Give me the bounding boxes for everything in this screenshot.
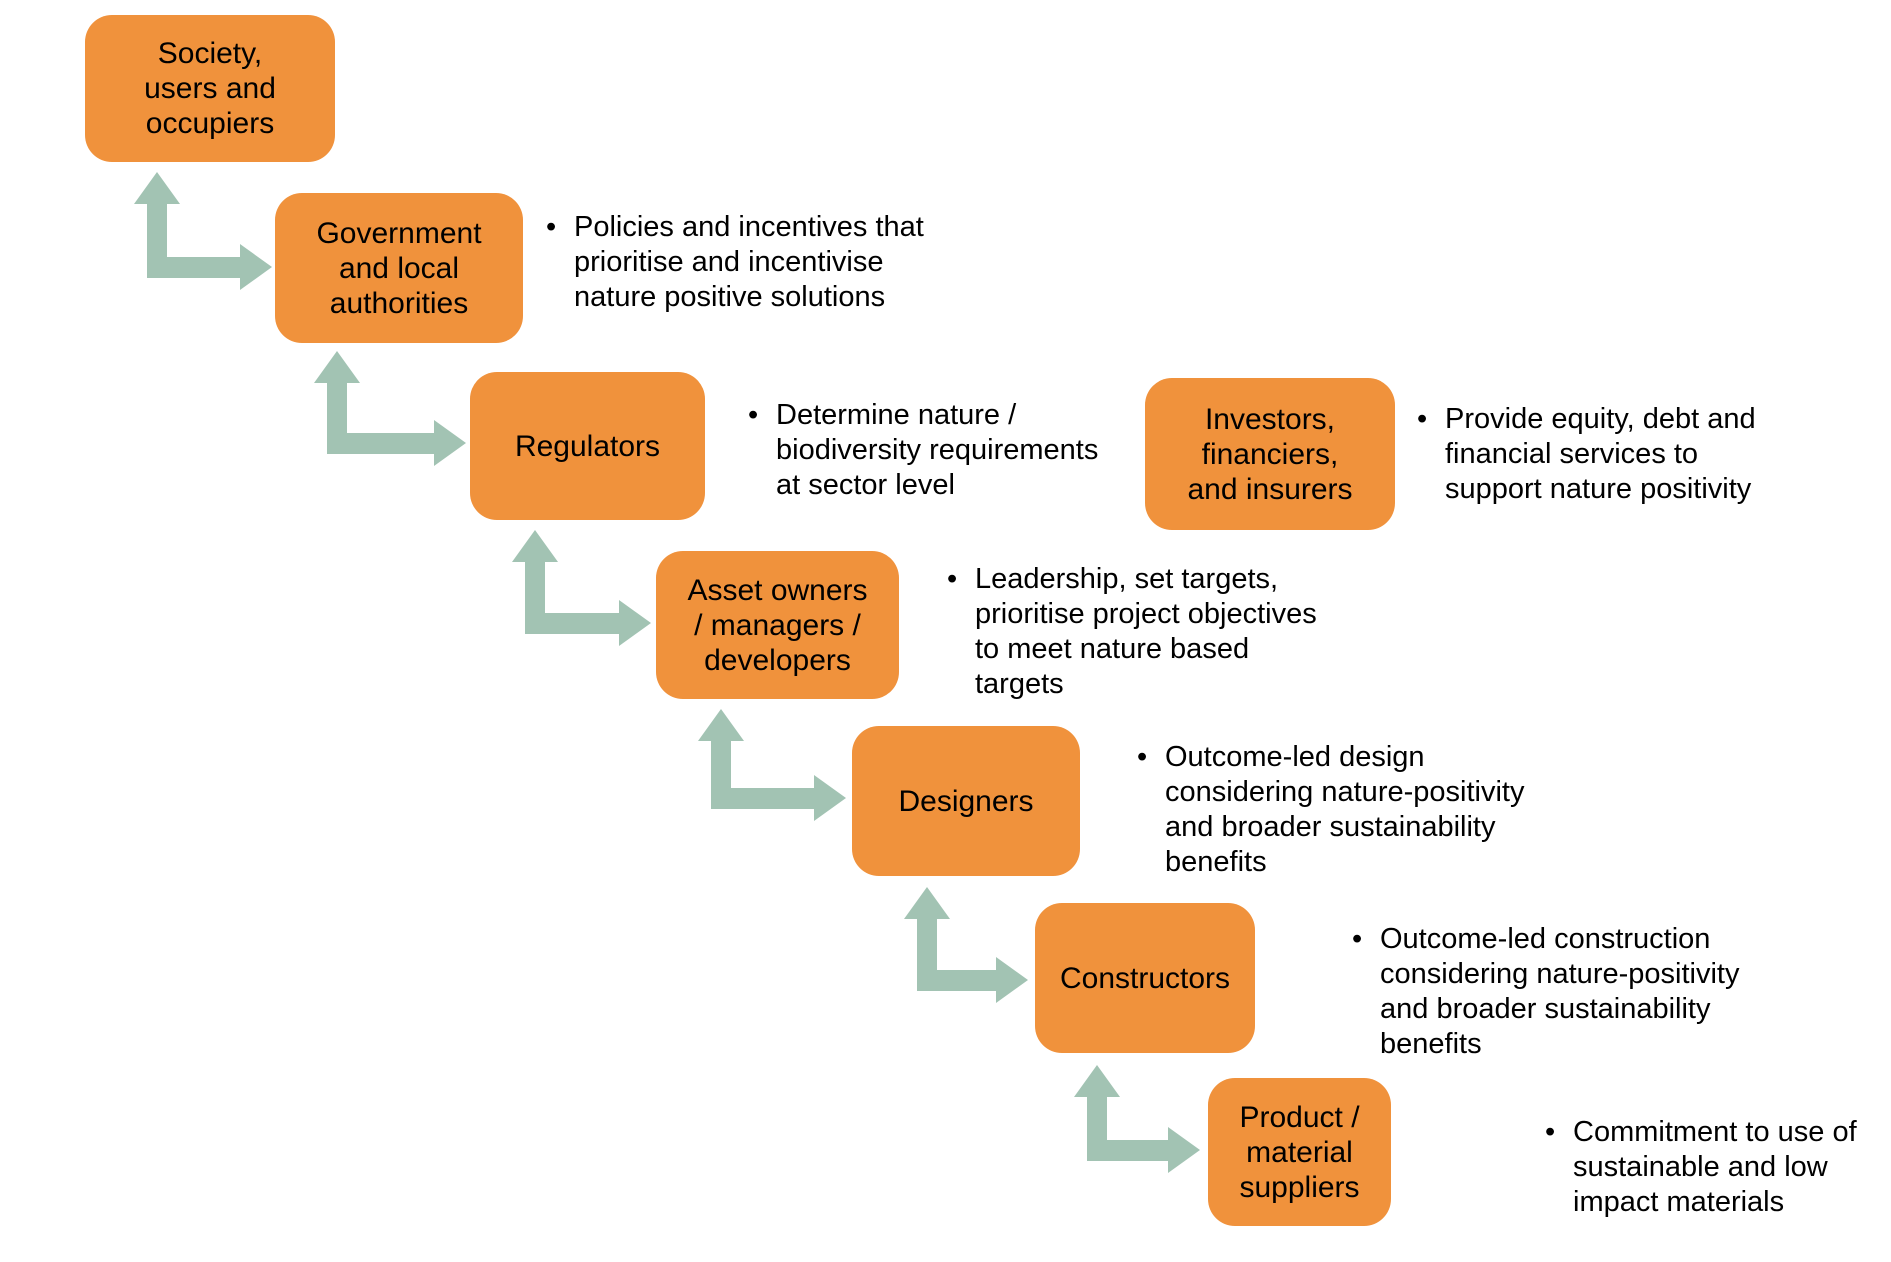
bullet-marker — [1545, 1115, 1573, 1150]
bullet-note-government: Policies and incentives that prioritise … — [546, 210, 924, 315]
stakeholder-box-government: Government and local authorities — [275, 193, 523, 343]
elbow-arrow-assetowners-designers — [698, 709, 846, 821]
bullet-marker — [546, 210, 574, 245]
bullet-marker — [1417, 402, 1445, 437]
stakeholder-label: Government and local authorities — [316, 216, 482, 320]
elbow-arrow-government-regulators — [314, 351, 466, 466]
stakeholder-box-suppliers: Product / material suppliers — [1208, 1078, 1391, 1226]
stakeholder-box-regulators: Regulators — [470, 372, 705, 520]
stakeholder-label: Product / material suppliers — [1239, 1100, 1360, 1204]
bullet-note-designers: Outcome-led design considering nature-po… — [1137, 740, 1524, 880]
bullet-note-asset-owners: Leadership, set targets, prioritise proj… — [947, 562, 1317, 702]
bullet-note-constructors: Outcome-led construction considering nat… — [1352, 922, 1739, 1062]
stakeholder-box-society: Society, users and occupiers — [85, 15, 335, 162]
bullet-marker — [947, 562, 975, 597]
bullet-text: Determine nature / biodiversity requirem… — [776, 399, 1099, 501]
stakeholder-label: Society, users and occupiers — [144, 37, 276, 140]
bullet-text: Outcome-led construction considering nat… — [1380, 923, 1740, 1060]
elbow-arrow-regulators-assetowners — [512, 530, 651, 646]
stakeholder-label: Asset owners / managers / developers — [687, 573, 868, 677]
stakeholder-box-asset-owners: Asset owners / managers / developers — [656, 551, 899, 699]
bullet-text: Outcome-led design considering nature-po… — [1165, 741, 1525, 878]
bullet-text: Leadership, set targets, prioritise proj… — [975, 563, 1317, 700]
bullet-marker — [748, 398, 776, 433]
stakeholder-label: Investors, financiers, and insurers — [1187, 402, 1353, 506]
stakeholder-box-constructors: Constructors — [1035, 903, 1255, 1053]
stakeholder-label: Regulators — [514, 429, 661, 463]
bullet-text: Provide equity, debt and financial servi… — [1445, 403, 1756, 505]
stakeholder-label: Constructors — [1059, 961, 1231, 995]
stakeholder-box-investors: Investors, financiers, and insurers — [1145, 378, 1395, 530]
bullet-text: Policies and incentives that prioritise … — [574, 211, 924, 313]
elbow-arrow-constructors-suppliers — [1074, 1065, 1200, 1173]
elbow-arrow-designers-constructors — [904, 887, 1028, 1003]
bullet-note-regulators: Determine nature / biodiversity requirem… — [748, 398, 1098, 503]
bullet-note-suppliers: Commitment to use of sustainable and low… — [1545, 1115, 1857, 1220]
bullet-marker — [1137, 740, 1165, 775]
stakeholder-box-designers: Designers — [852, 726, 1080, 876]
bullet-marker — [1352, 922, 1380, 957]
elbow-arrow-society-government — [134, 172, 272, 290]
stakeholder-label: Designers — [898, 784, 1034, 818]
bullet-text: Commitment to use of sustainable and low… — [1573, 1116, 1857, 1218]
bullet-note-investors: Provide equity, debt and financial servi… — [1417, 402, 1756, 507]
